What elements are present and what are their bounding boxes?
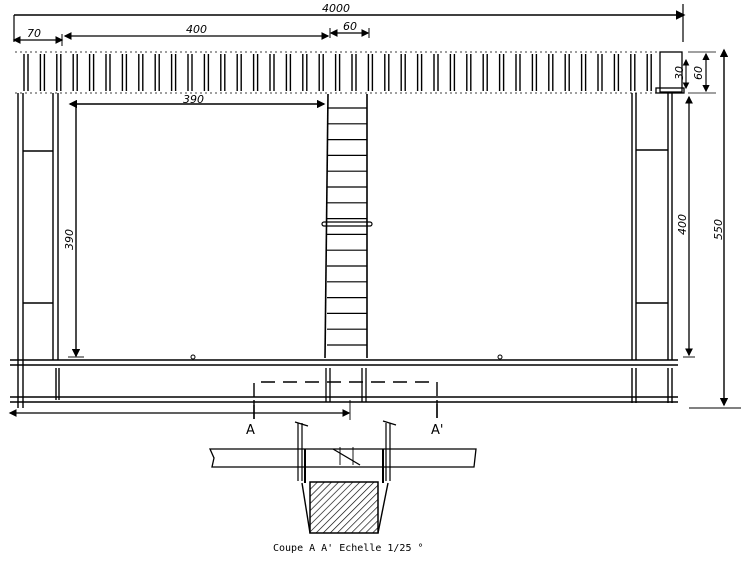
dimension-overall-width: 4000 bbox=[13, 2, 686, 42]
dim-label-400: 400 bbox=[186, 23, 207, 36]
dim-label-400-v: 400 bbox=[676, 214, 689, 235]
left-frame bbox=[17, 93, 60, 408]
dimension-bottom-span bbox=[8, 400, 351, 420]
dimension-span-top: 400 bbox=[63, 23, 330, 40]
section-label-a-prime: A' bbox=[431, 423, 443, 438]
dim-label-60-depth: 60 bbox=[692, 66, 705, 80]
dim-label-390-h: 390 bbox=[183, 93, 204, 106]
grating-row bbox=[15, 51, 685, 94]
dim-label-70: 70 bbox=[27, 27, 41, 40]
bottom-rails bbox=[10, 354, 678, 403]
section-cut-line bbox=[253, 381, 438, 419]
section-caption: Coupe A A' Echelle 1/25 ° bbox=[273, 543, 424, 554]
dimension-inner-span: 390 bbox=[68, 93, 326, 109]
section-label-a: A bbox=[246, 423, 255, 438]
dim-label-30: 30 bbox=[673, 66, 686, 80]
dim-label-550: 550 bbox=[712, 219, 725, 240]
dim-label-4000: 4000 bbox=[322, 2, 350, 15]
right-frame bbox=[631, 93, 673, 403]
dim-label-60: 60 bbox=[343, 20, 357, 33]
dimension-inner-height: 390 bbox=[63, 104, 84, 358]
dimension-right-module: 60 bbox=[329, 20, 370, 38]
dimension-right-height: 400 bbox=[676, 95, 695, 358]
dimension-grating-depth: 60 30 bbox=[673, 51, 716, 94]
central-ladder bbox=[321, 93, 373, 402]
dim-label-390-v: 390 bbox=[63, 229, 76, 250]
section-detail bbox=[208, 420, 477, 534]
dimension-left-bay: 70 bbox=[12, 27, 64, 46]
dimension-total-height: 550 bbox=[689, 48, 741, 409]
